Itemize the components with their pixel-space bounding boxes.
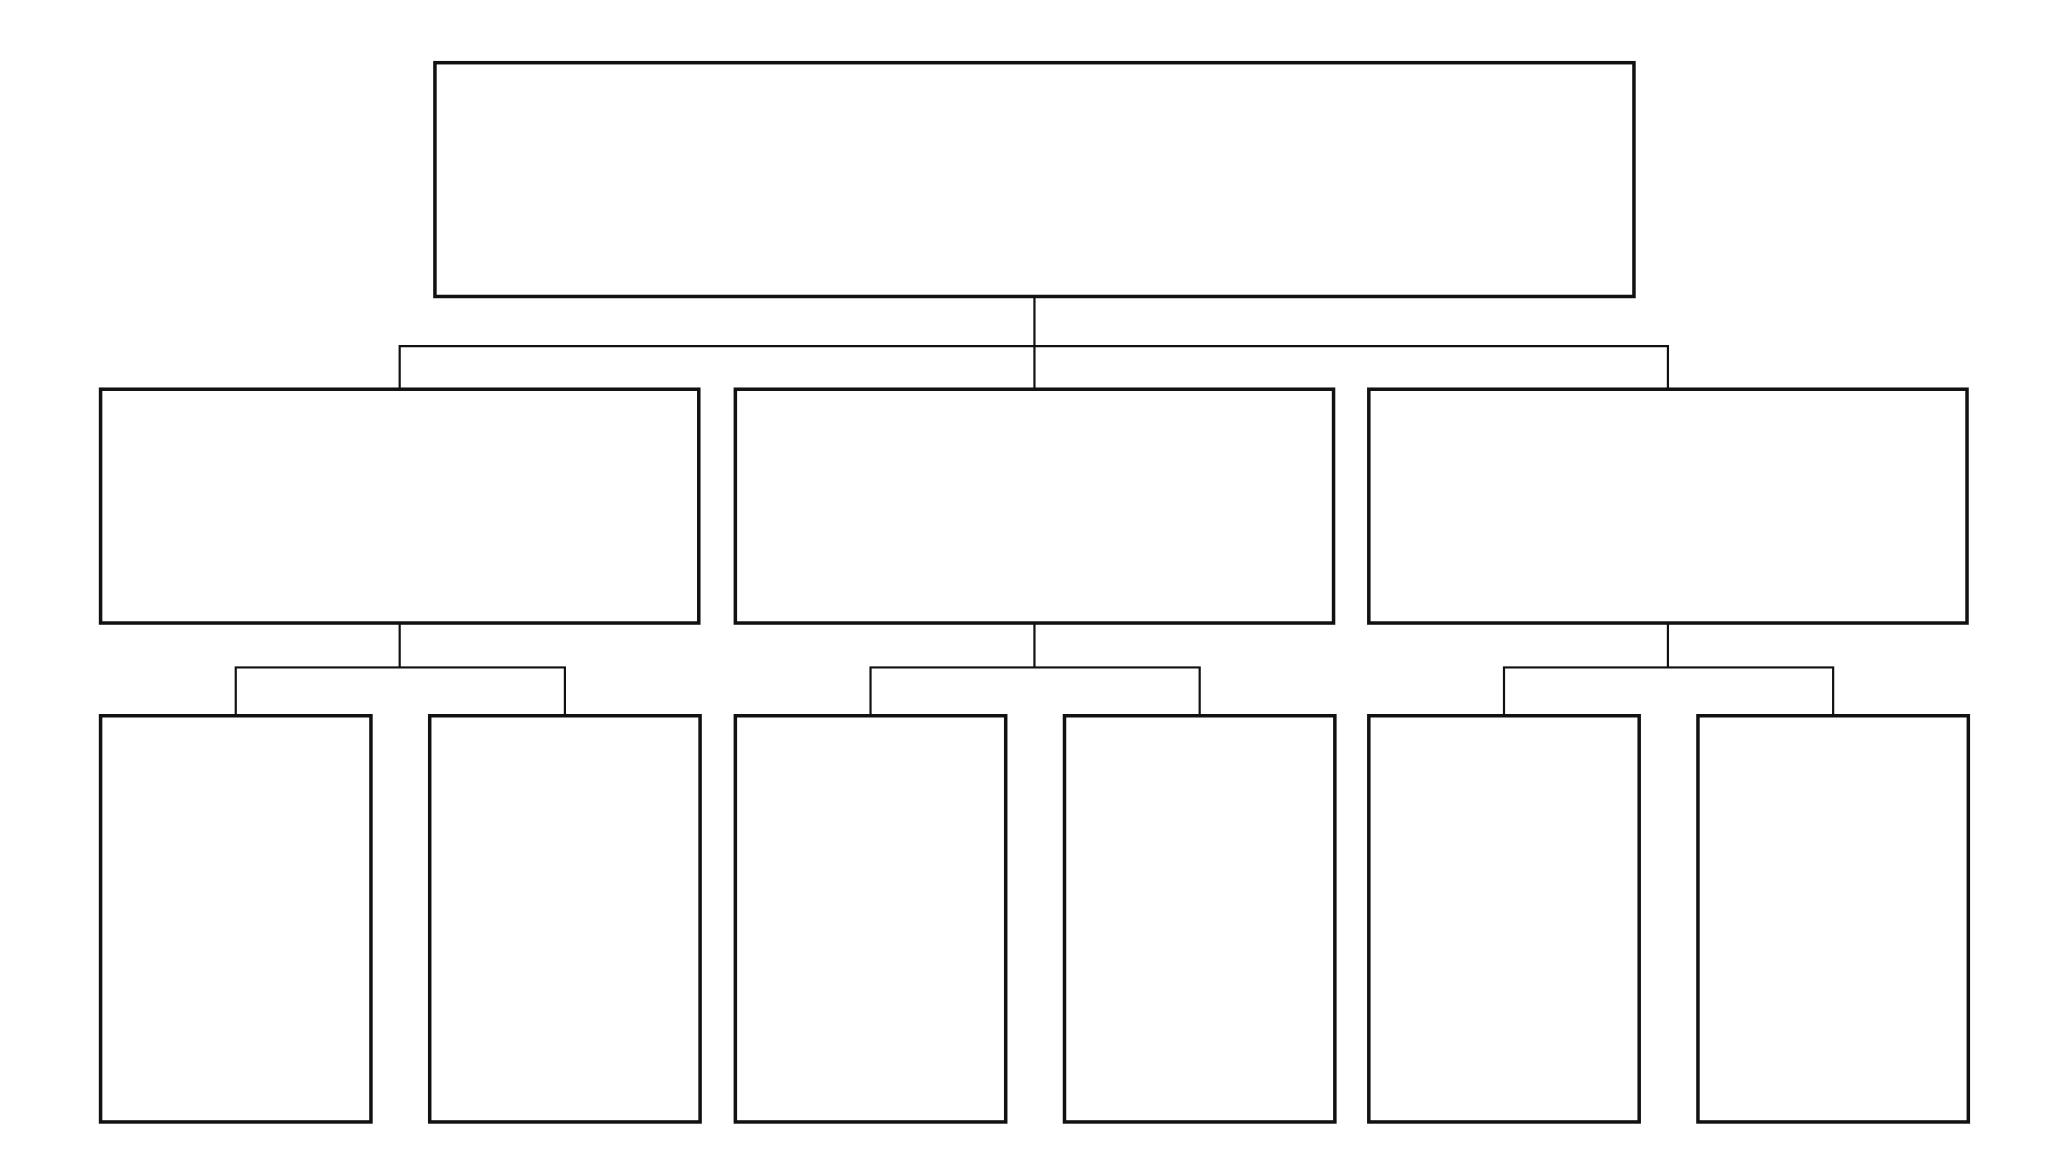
level2-box-1-1 [98, 714, 373, 1124]
level2-box-2-1 [733, 714, 1008, 1124]
level1-box-1 [98, 387, 701, 625]
level2-box-1-2 [427, 714, 702, 1124]
level2-box-3-1 [1367, 714, 1641, 1124]
level1-box-1-branch-line [234, 666, 566, 716]
level1-branch-line [398, 345, 1670, 390]
level2-box-3-2 [1696, 714, 1971, 1124]
level1-box-3-branch-line [1502, 666, 1835, 716]
level2-box-2-2 [1062, 714, 1337, 1124]
boxes [98, 60, 1971, 1124]
level1-box-3 [1367, 387, 1969, 625]
root-box [433, 60, 1636, 299]
level1-box-2 [733, 387, 1336, 625]
level1-box-2-branch-line [869, 666, 1201, 716]
connectors [234, 296, 1835, 716]
